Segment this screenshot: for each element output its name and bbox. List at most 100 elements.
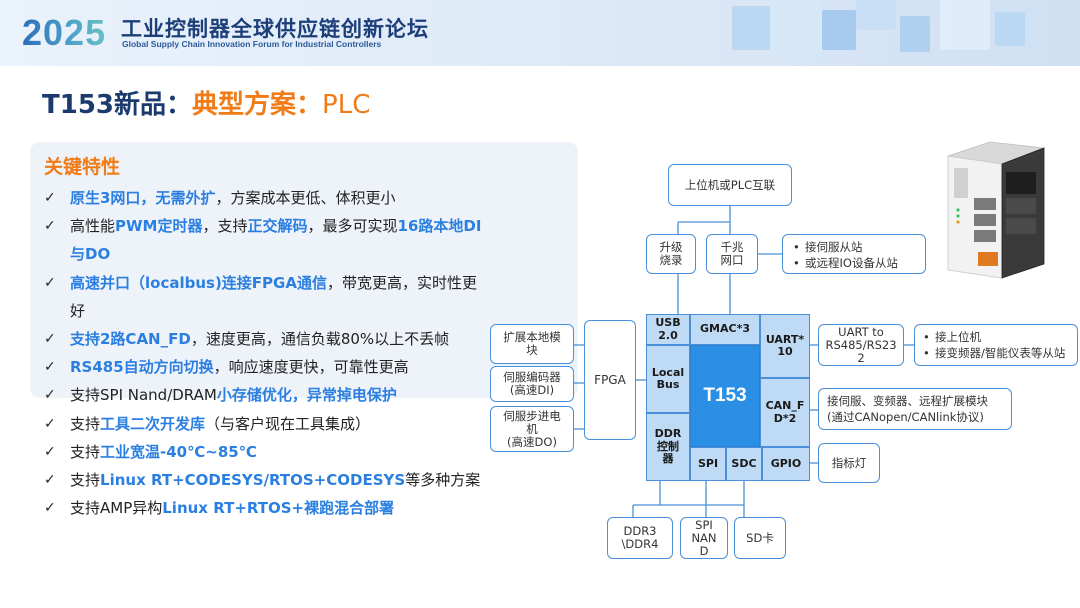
servo-slave-box: 接伺服从站 或远程IO设备从站 <box>782 234 926 274</box>
feature-highlight: 工业宽温-40℃~85℃ <box>100 442 257 461</box>
feature-highlight: 支持2路CAN_FD <box>70 330 191 349</box>
spinand-label-3: D <box>699 543 709 558</box>
feature-text: ，带宽更高，实时性更好 <box>70 273 477 320</box>
can-target-line-2: (通过CANopen/CANlink协议) <box>827 410 984 424</box>
usb-label-1: USB <box>655 316 681 329</box>
feature-item: ✓支持工业宽温-40℃~85℃ <box>44 438 484 466</box>
check-icon: ✓ <box>44 387 56 404</box>
encoder-label-2: (高速DI) <box>509 383 555 397</box>
sdc-label: SDC <box>731 456 757 470</box>
spi-nand-box: SPI NAN D <box>680 517 728 559</box>
feature-item: ✓支持AMP异构Linux RT+RTOS+裸跑混合部署 <box>44 494 484 522</box>
slide-title: T153新品：典型方案：PLC <box>42 84 370 121</box>
gpio-block: GPIO <box>762 447 810 481</box>
feature-text: 等多种方案 <box>405 471 481 490</box>
check-icon: ✓ <box>44 359 56 376</box>
t153-label: T153 <box>703 385 747 406</box>
localbus-label-1: Local <box>651 365 685 379</box>
indicator-label: 指标灯 <box>831 455 867 470</box>
feature-highlight: 正交解码 <box>247 217 308 236</box>
feature-text: 支持 <box>70 414 101 433</box>
t153-core: T153 <box>690 345 760 447</box>
plc-product-image <box>947 141 1045 279</box>
can-block: CAN_F D*2 <box>760 378 810 447</box>
uart-to-label-2: RS485/RS23 <box>825 337 897 352</box>
feature-text: ，最多可实现 <box>307 217 398 236</box>
features-list: ✓原生3网口，无需外扩，方案成本更低、体积更小 ✓ 高性能PWM定时器，支持正交解码… <box>44 184 484 522</box>
sd-card-box: SD卡 <box>734 517 786 559</box>
localbus-label-2: Bus <box>656 378 680 391</box>
host-plc-box: 上位机或PLC互联 <box>668 164 792 206</box>
gmac-label: GMAC*3 <box>700 322 750 336</box>
feature-text: ，响应速度更快，可靠性更高 <box>213 358 409 377</box>
can-target-line-1: 接伺服、变频器、远程扩展模块 <box>827 394 988 408</box>
uart-targets-box: 接上位机 接变频器/智能仪表等从站 <box>914 324 1078 366</box>
uart-target-inverter: 接变频器/智能仪表等从站 <box>921 345 1073 361</box>
spi-block: SPI <box>690 447 726 481</box>
features-heading: 关键特性 <box>44 156 121 178</box>
encoder-label-1: 伺服编码器 <box>503 370 561 384</box>
decor-cube <box>856 0 896 30</box>
check-icon: ✓ <box>44 218 56 235</box>
uart-label-2: 10 <box>777 345 793 358</box>
gigabit-label-1: 千兆 <box>720 240 744 254</box>
feature-item: ✓原生3网口，无需外扩，方案成本更低、体积更小 <box>44 184 484 212</box>
feature-highlight: Linux RT+RTOS+裸跑混合部署 <box>162 499 395 518</box>
encoder-box: 伺服编码器 (高速DI) <box>490 366 574 402</box>
remote-io-item: 或远程IO设备从站 <box>791 255 917 271</box>
feature-text: 支持 <box>70 442 101 461</box>
expand-io-label-2: 块 <box>526 343 538 357</box>
sdc-block: SDC <box>726 447 762 481</box>
sdcard-label: SD卡 <box>746 530 774 545</box>
feature-item: ✓支持工具二次开发库（与客户现在工具集成） <box>44 410 484 438</box>
ddr-ctrl-label-2: 控制 <box>657 439 679 453</box>
ddr-memory-box: DDR3 \DDR4 <box>607 517 673 559</box>
feature-highlight: PWM定时器 <box>115 217 203 236</box>
stepper-label-1: 伺服步进电 <box>503 408 561 423</box>
spi-label: SPI <box>697 456 719 470</box>
decor-cube <box>995 12 1025 46</box>
servo-slave-item: 接伺服从站 <box>791 239 917 255</box>
gigabit-box: 千兆 网口 <box>706 234 758 274</box>
check-icon: ✓ <box>44 331 56 348</box>
upgrade-label-1: 升级 <box>659 240 683 254</box>
feature-text: 支持SPI Nand/DRAM <box>70 386 217 405</box>
ddr-ctrl-label-1: DDR <box>654 427 682 441</box>
title-product: T153新品： <box>42 90 193 120</box>
usb-block: USB 2.0 <box>646 314 690 345</box>
forum-title-cn: 工业控制器全球供应链创新论坛 <box>121 17 429 41</box>
feature-highlight: 16路本地DI与DO <box>70 217 482 264</box>
ddr-ctrl-label-3: 器 <box>662 452 674 466</box>
upgrade-box: 升级 烧录 <box>646 234 696 274</box>
check-icon: ✓ <box>44 500 56 517</box>
fpga-label: FPGA <box>594 372 626 387</box>
gmac-block: GMAC*3 <box>690 314 760 345</box>
feature-highlight: 小存储优化，异常掉电保护 <box>216 386 397 405</box>
stepper-label-3: (高速DO) <box>507 434 557 449</box>
expand-io-label-1: 扩展本地模 <box>503 330 561 344</box>
upgrade-label-2: 烧录 <box>659 253 683 267</box>
decor-cube <box>770 0 822 58</box>
feature-highlight: 工具二次开发库 <box>100 414 206 433</box>
indicator-box: 指标灯 <box>818 443 880 483</box>
gpio-label: GPIO <box>770 456 802 470</box>
stepper-label-2: 机 <box>526 421 538 436</box>
check-icon: ✓ <box>44 415 56 432</box>
decor-cube <box>900 16 930 52</box>
expand-io-box: 扩展本地模 块 <box>490 324 574 364</box>
gigabit-label-2: 网口 <box>720 253 744 267</box>
check-icon: ✓ <box>44 472 56 489</box>
feature-item: ✓ 高性能PWM定时器，支持正交解码，最多可实现16路本地DI与DO <box>44 212 484 268</box>
title-scheme: 典型方案： <box>192 90 323 120</box>
can-targets-box: 接伺服、变频器、远程扩展模块 (通过CANopen/CANlink协议) <box>818 388 1012 430</box>
decor-cube <box>732 6 770 50</box>
fpga-box: FPGA <box>584 320 636 440</box>
feature-highlight: RS485自动方向切换 <box>70 358 214 377</box>
usb-label-2: 2.0 <box>658 328 678 342</box>
feature-highlight: 高速并口（localbus)连接FPGA通信 <box>70 273 327 292</box>
header-banner: 2025 工业控制器全球供应链创新论坛 Global Supply Chain … <box>0 0 1080 66</box>
feature-text: ，支持 <box>202 217 248 236</box>
feature-text: 高性能 <box>70 217 116 236</box>
uart-to-label-3: 2 <box>857 350 865 365</box>
